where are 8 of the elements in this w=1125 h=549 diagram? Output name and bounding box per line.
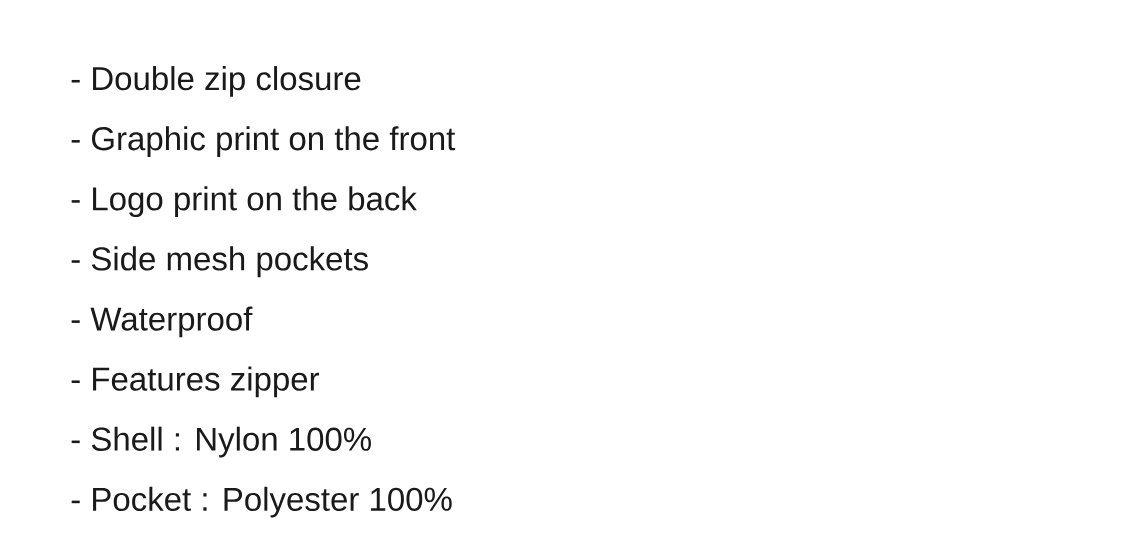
list-item: - Waterproof	[71, 306, 253, 338]
list-item: - Logo print on the back	[71, 186, 417, 218]
list-item: - Double zip closure	[71, 66, 361, 97]
list-item: - Shell : Nylon 100%	[71, 426, 371, 458]
list-item: - Side mesh pockets	[71, 246, 368, 278]
list-item: - Pocket : Polyester 100%	[71, 486, 452, 518]
list-item: - Features zipper	[71, 366, 320, 398]
list-item: - Graphic print on the front	[71, 126, 456, 157]
